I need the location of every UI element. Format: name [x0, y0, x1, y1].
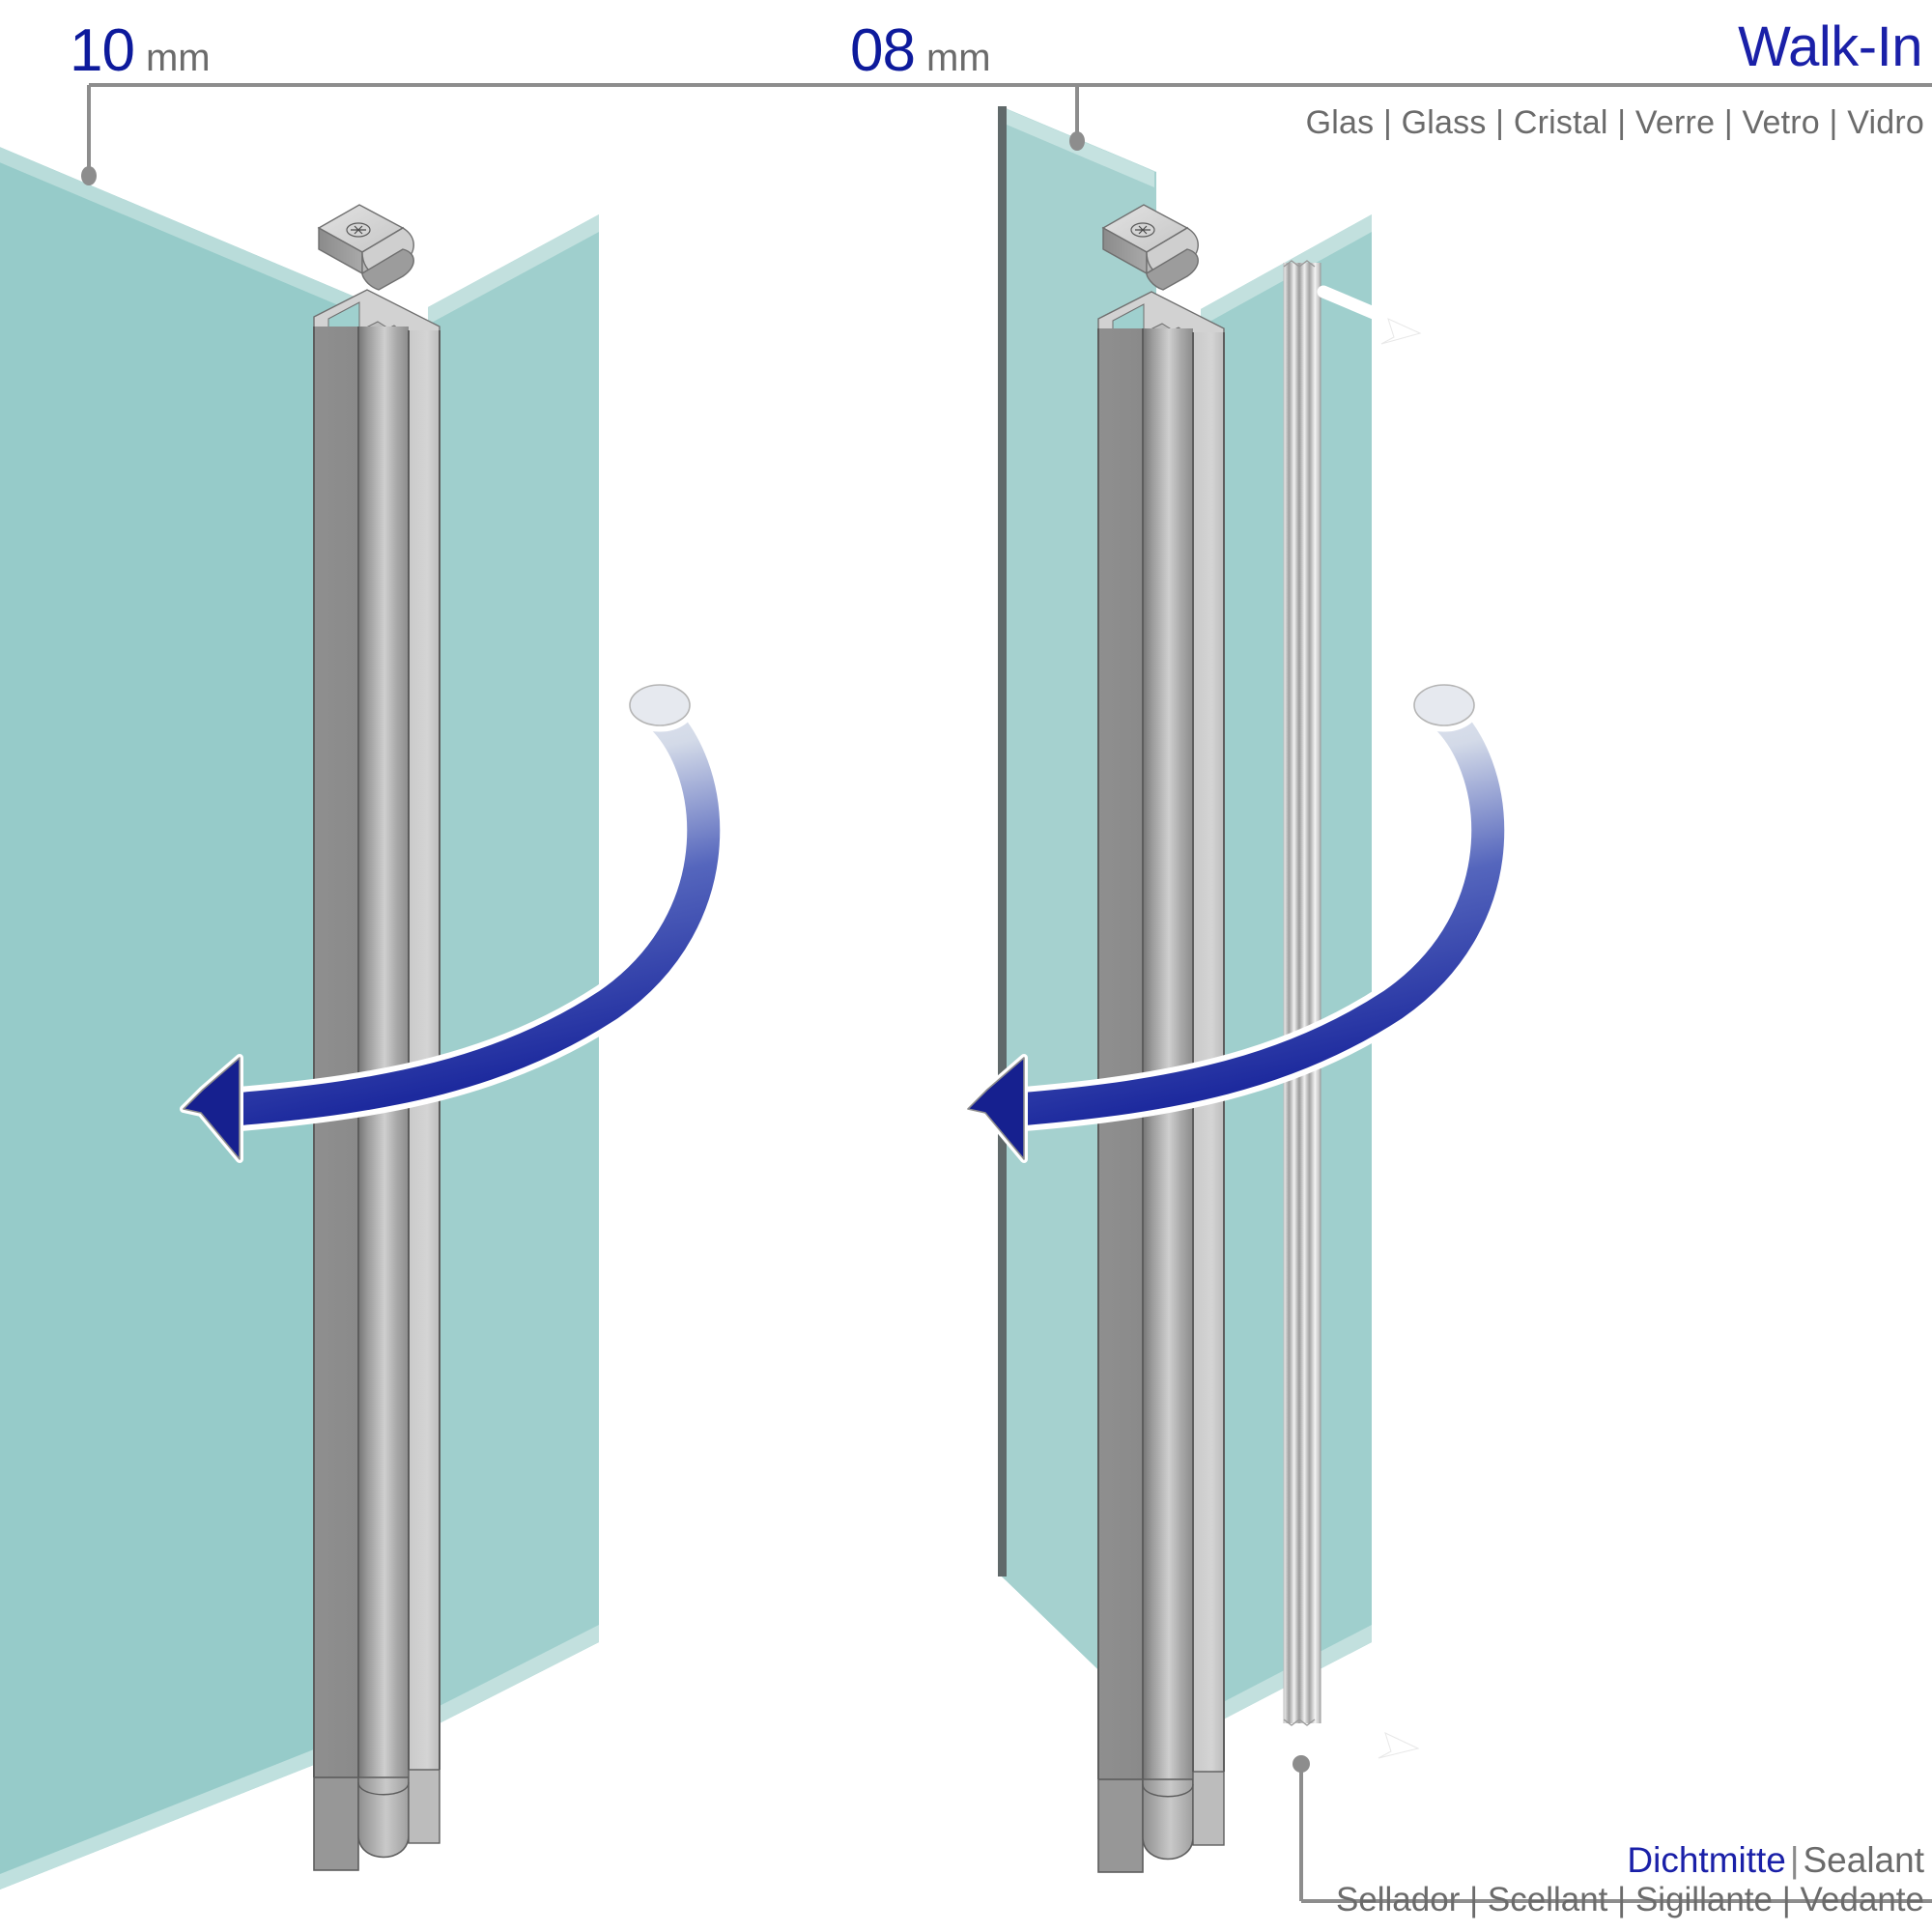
dimension-unit-left: mm [145, 37, 211, 79]
dimension-unit-right: mm [925, 37, 991, 79]
swing-direction-arrow-right [964, 678, 1511, 1163]
page-title: Walk-In [1738, 15, 1922, 78]
hinge-profile-body-right [1097, 328, 1225, 1779]
bottom-cap-right [1097, 1771, 1225, 1873]
leader-dot-10mm [81, 166, 97, 185]
leader-dot-08mm [1069, 131, 1085, 151]
hinge-profile-body-left [313, 327, 440, 1777]
assembly-arrow-bottom [1324, 1701, 1420, 1759]
sealant-term-de: Dichtmitte [1627, 1840, 1786, 1881]
dimension-value-left: 10 [70, 17, 135, 84]
assembly-arrow-top [1317, 285, 1422, 345]
dimension-value-right: 08 [850, 17, 916, 84]
leader-dot-sealant [1293, 1755, 1310, 1773]
sealant-legend-line-1: Dichtmitte|Sealant [1336, 1840, 1924, 1880]
glass-panel-front-left [0, 147, 380, 1890]
swing-direction-arrow-left [180, 678, 726, 1163]
hinge-cap-left [317, 204, 414, 291]
bottom-cap-left [313, 1769, 440, 1871]
glass-panel-return-left [428, 214, 599, 1729]
glass-language-legend: Glas | Glass | Cristal | Verre | Vetro |… [1305, 104, 1924, 141]
sealant-legend-line-2: Sellador | Scellant | Sigillante | Vedan… [1335, 1880, 1924, 1918]
sealant-term-en: Sealant [1803, 1840, 1925, 1881]
hinge-cap-right [1101, 204, 1199, 291]
leader-lines-and-rules [81, 83, 1932, 1903]
sealant-legend: Dichtmitte|Sealant Sellador | Scellant |… [1336, 1840, 1924, 1918]
assembly-right-08mm [964, 106, 1511, 1873]
assembly-left-10mm [0, 147, 726, 1890]
legend-separator: | [1789, 1840, 1800, 1881]
sealant-strip [1283, 260, 1321, 1726]
